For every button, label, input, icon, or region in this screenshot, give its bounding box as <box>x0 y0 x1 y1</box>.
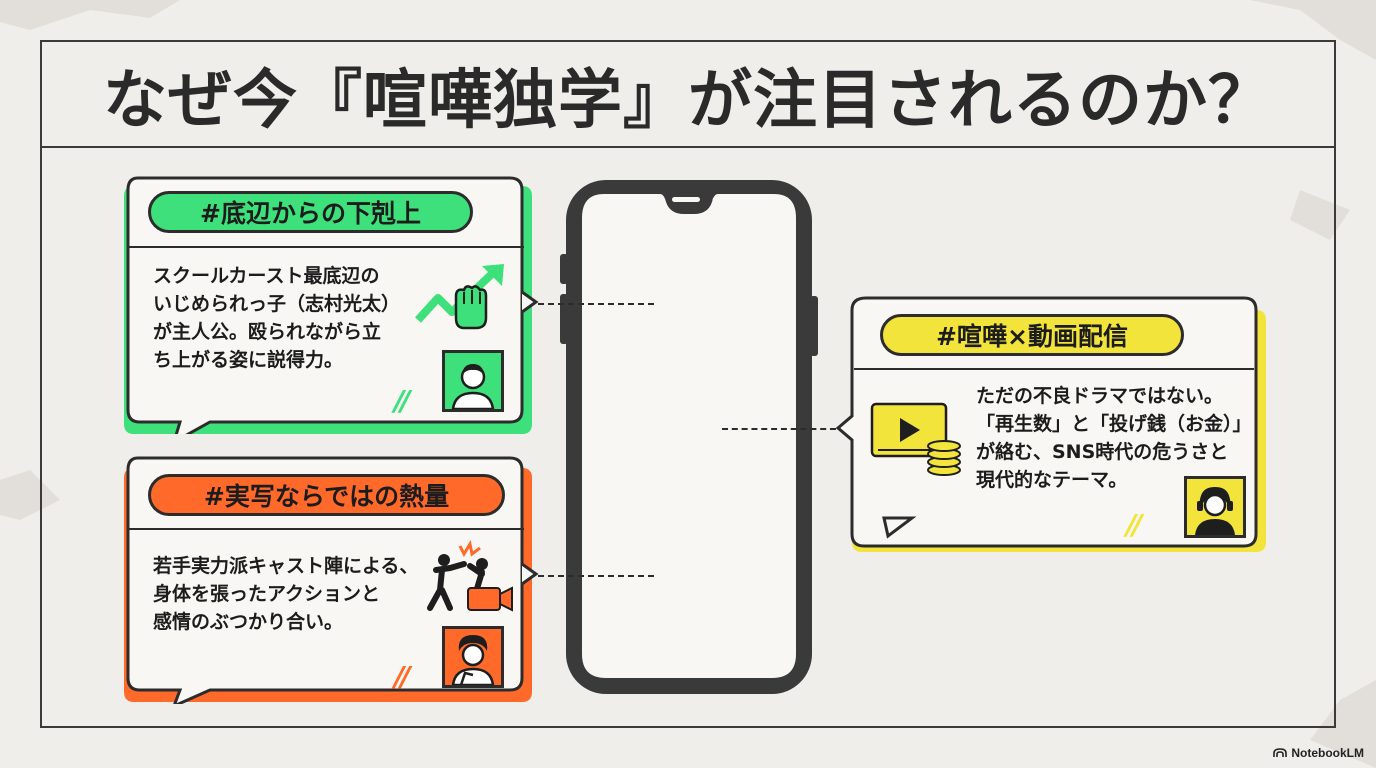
connector-line-1 <box>528 303 654 305</box>
frame-bottom-line <box>40 726 1336 728</box>
card-underdog-tag: #底辺からの下剋上 <box>148 191 473 233</box>
fighting-figures-camera-icon <box>427 540 513 612</box>
card-live-action-tag: #実写ならではの熱量 <box>148 474 505 516</box>
brand-footer: NotebookLM <box>1273 746 1364 760</box>
card-live-action-bubble <box>126 456 539 704</box>
student-avatar-icon <box>442 350 504 412</box>
title-divider-line <box>40 146 1336 148</box>
page-title: なぜ今『喧嘩独学』が注目されるのか？ <box>103 64 1273 138</box>
card-underdog-bubble <box>126 176 539 434</box>
card-live-action-text: 若手実力派キャスト陣による、 身体を張ったアクションと 感情のぶつかり合い。 <box>153 555 419 633</box>
card-underdog-text: スクールカースト最底辺の いじめられっ子（志村光太） が主人公。殴られながら立 … <box>153 265 401 371</box>
frame-right-line <box>1334 40 1336 728</box>
card-streaming-bubble <box>835 296 1258 548</box>
card-streaming-tag: #喧嘩×動画配信 <box>880 314 1184 356</box>
video-play-coins-icon <box>870 402 961 476</box>
fist-rising-arrow-icon <box>415 264 504 330</box>
connector-line-3 <box>722 428 836 430</box>
notebooklm-logo-icon <box>1273 748 1288 757</box>
streamer-headset-avatar-icon <box>1184 476 1246 538</box>
actor-avatar-icon <box>442 626 504 688</box>
frame-left-line <box>40 40 42 728</box>
smartphone-icon <box>560 180 818 694</box>
connector-line-2 <box>528 575 654 577</box>
frame-top-line <box>40 40 1336 42</box>
card-streaming-text: ただの不良ドラマではない。 「再生数」と「投げ銭（お金）」 が絡む、SNS時代の… <box>976 385 1252 491</box>
